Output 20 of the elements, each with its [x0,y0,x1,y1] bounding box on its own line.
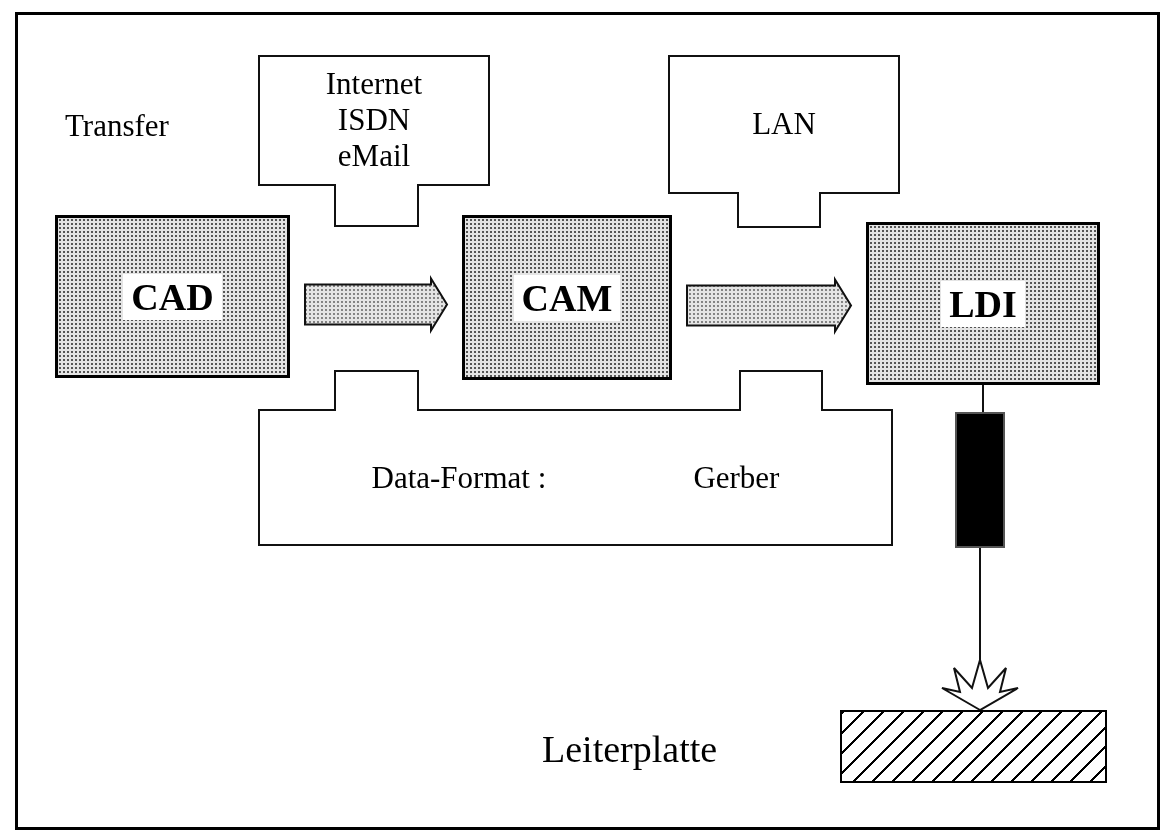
callout-box [258,370,893,546]
box-title: CAD [123,273,222,320]
block-arrow [304,274,449,335]
connector-line [982,384,984,413]
callout-text: Data-Format : [371,460,547,496]
callout-text: Gerber [693,460,780,496]
block-arrow [686,275,853,336]
section-label: Transfer [65,108,169,144]
box-title: LDI [941,280,1025,327]
box-title: CAM [513,274,621,321]
circuit-board [840,710,1107,783]
callout-text: Internet ISDN eMail [324,66,424,174]
board-label: Leiterplatte [542,727,718,771]
callout-box [668,55,900,228]
process-box [55,215,290,378]
callout-box [258,55,490,227]
laser-head [955,412,1005,548]
process-box [462,215,672,380]
callout-text: LAN [751,106,817,142]
process-box [866,222,1100,385]
